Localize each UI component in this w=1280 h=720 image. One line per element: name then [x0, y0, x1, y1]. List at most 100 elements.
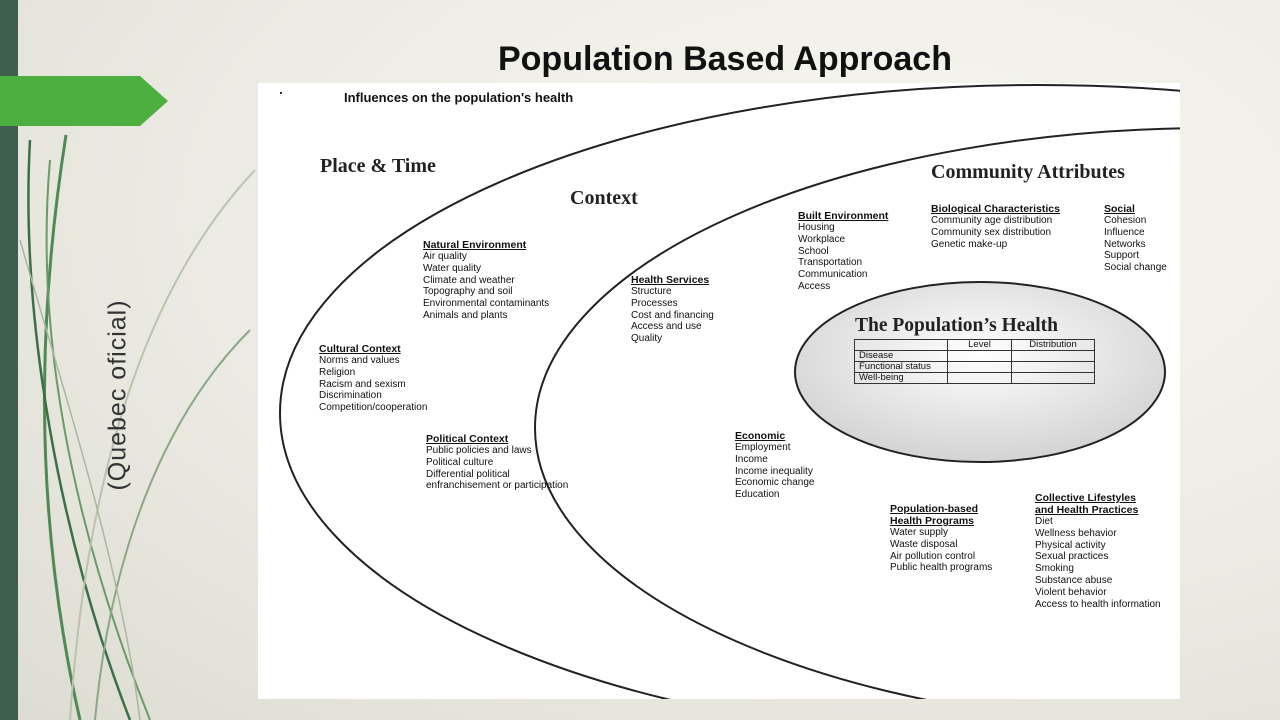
list-item: Animals and plants	[423, 309, 508, 321]
programs-heading-line1: Population-based	[890, 503, 979, 515]
list-item: Housing	[798, 222, 835, 233]
lifestyles-heading-line2: and Health Practices	[1035, 504, 1139, 516]
table-row-label: Well-being	[854, 372, 948, 384]
table-header-row: Level Distribution	[854, 339, 1095, 351]
programs-block: Population-based Health Programs Water s…	[890, 503, 992, 574]
outer-ellipse-place-time	[279, 84, 1180, 699]
label-community-attributes: Community Attributes	[931, 161, 1125, 183]
social-list: Cohesion Influence Networks Support Soci…	[1104, 215, 1167, 274]
list-item: Religion	[319, 366, 356, 378]
natural-environment-list: Air quality Water quality Climate and we…	[423, 251, 549, 322]
list-item: Transportation	[798, 257, 863, 269]
political-context-block: Political Context Public policies and la…	[426, 433, 568, 492]
built-environment-block: Built Environment Housing Workplace Scho…	[798, 210, 888, 293]
list-item: Water quality	[423, 262, 481, 274]
green-arrow-tab	[0, 76, 168, 126]
label-context: Context	[570, 187, 638, 209]
table-column-header: Distribution	[1011, 339, 1095, 351]
list-item: Structure	[631, 286, 672, 297]
economic-block: Economic Employment Income Income inequa…	[735, 430, 815, 501]
list-item: Diet	[1035, 516, 1053, 527]
list-item: Climate and weather	[423, 274, 515, 286]
list-item: School	[798, 245, 829, 257]
table-row: Disease	[854, 350, 1095, 362]
list-item: Differential political	[426, 468, 510, 480]
lifestyles-block: Collective Lifestyles and Health Practic…	[1035, 492, 1161, 610]
list-item: Topography and soil	[423, 286, 513, 298]
table-header-empty	[854, 339, 948, 351]
list-item: Cohesion	[1104, 215, 1147, 226]
list-item: Norms and values	[319, 355, 400, 366]
list-item: Social change	[1104, 262, 1167, 274]
list-item: Physical activity	[1035, 539, 1106, 551]
table-row: Functional status	[854, 361, 1095, 373]
table-column-header: Level	[947, 339, 1012, 351]
list-item: Sexual practices	[1035, 551, 1109, 563]
political-context-heading: Political Context	[426, 433, 509, 445]
decorative-grass-lines	[0, 76, 256, 720]
list-item: Employment	[735, 442, 791, 453]
list-item: Public policies and laws	[426, 445, 532, 456]
label-population-health: The Population’s Health	[855, 315, 1058, 336]
list-item: Income	[735, 453, 768, 465]
social-heading: Social	[1104, 203, 1135, 215]
economic-list: Employment Income Income inequality Econ…	[735, 442, 815, 501]
list-item: Smoking	[1035, 563, 1074, 575]
social-block: Social Cohesion Influence Networks Suppo…	[1104, 203, 1167, 274]
economic-heading: Economic	[735, 430, 786, 442]
cultural-context-list: Norms and values Religion Racism and sex…	[319, 355, 427, 414]
list-item: Workplace	[798, 233, 846, 245]
middle-ellipse-context	[534, 127, 1180, 699]
list-item: Genetic make-up	[931, 238, 1008, 250]
list-item: Political culture	[426, 456, 494, 468]
list-item: Wellness behavior	[1035, 527, 1117, 539]
population-health-table: Level Distribution Disease Functional st…	[854, 339, 1095, 384]
table-row-label: Functional status	[854, 361, 948, 373]
list-item: Violent behavior	[1035, 586, 1107, 598]
table-row: Well-being	[854, 372, 1095, 384]
list-item: Waste disposal	[890, 538, 958, 550]
programs-heading-line2: Health Programs	[890, 515, 975, 527]
health-services-block: Health Services Structure Processes Cost…	[631, 274, 714, 345]
list-item: Education	[735, 489, 780, 501]
list-item: Competition/cooperation	[319, 402, 428, 414]
list-item: Environmental contaminants	[423, 298, 550, 310]
list-item: Income inequality	[735, 465, 813, 477]
list-item: enfranchisement or participation	[426, 480, 569, 492]
list-item: Cost and financing	[631, 309, 714, 321]
cultural-context-block: Cultural Context Norms and values Religi…	[319, 343, 427, 414]
biological-block: Biological Characteristics Community age…	[931, 203, 1060, 250]
list-item: Influence	[1104, 226, 1145, 238]
biological-heading: Biological Characteristics	[931, 203, 1060, 215]
slide-title: Population Based Approach	[497, 40, 952, 78]
list-item: Support	[1104, 250, 1140, 262]
cultural-context-heading: Cultural Context	[319, 343, 401, 355]
list-item: Water supply	[890, 527, 948, 538]
list-item: Access to health information	[1035, 598, 1161, 610]
list-item: Networks	[1104, 238, 1146, 250]
health-services-list: Structure Processes Cost and financing A…	[631, 286, 714, 345]
built-environment-list: Housing Workplace School Transportation …	[798, 222, 888, 293]
list-item: Access	[798, 280, 831, 292]
biological-list: Community age distribution Community sex…	[931, 215, 1060, 250]
list-item: Access and use	[631, 321, 702, 333]
header-bullet-icon	[280, 92, 282, 94]
diagram-panel: Influences on the population's health Pl…	[258, 83, 1180, 699]
list-item: Public health programs	[890, 562, 993, 574]
list-item: Racism and sexism	[319, 378, 406, 390]
table-row-label: Disease	[854, 350, 948, 362]
list-item: Community age distribution	[931, 215, 1053, 226]
list-item: Discrimination	[319, 390, 382, 402]
political-context-list: Public policies and laws Political cultu…	[426, 445, 568, 492]
lifestyles-heading-line1: Collective Lifestyles	[1035, 492, 1136, 504]
lifestyles-list: Diet Wellness behavior Physical activity…	[1035, 516, 1161, 610]
list-item: Substance abuse	[1035, 574, 1113, 586]
natural-environment-block: Natural Environment Air quality Water qu…	[423, 239, 549, 322]
list-item: Air quality	[423, 251, 467, 262]
left-accent-bar	[0, 0, 18, 720]
diagram-header: Influences on the population's health	[344, 90, 574, 105]
programs-list: Water supply Waste disposal Air pollutio…	[890, 527, 992, 574]
list-item: Processes	[631, 297, 678, 309]
list-item: Air pollution control	[890, 550, 976, 562]
built-environment-heading: Built Environment	[798, 210, 889, 222]
